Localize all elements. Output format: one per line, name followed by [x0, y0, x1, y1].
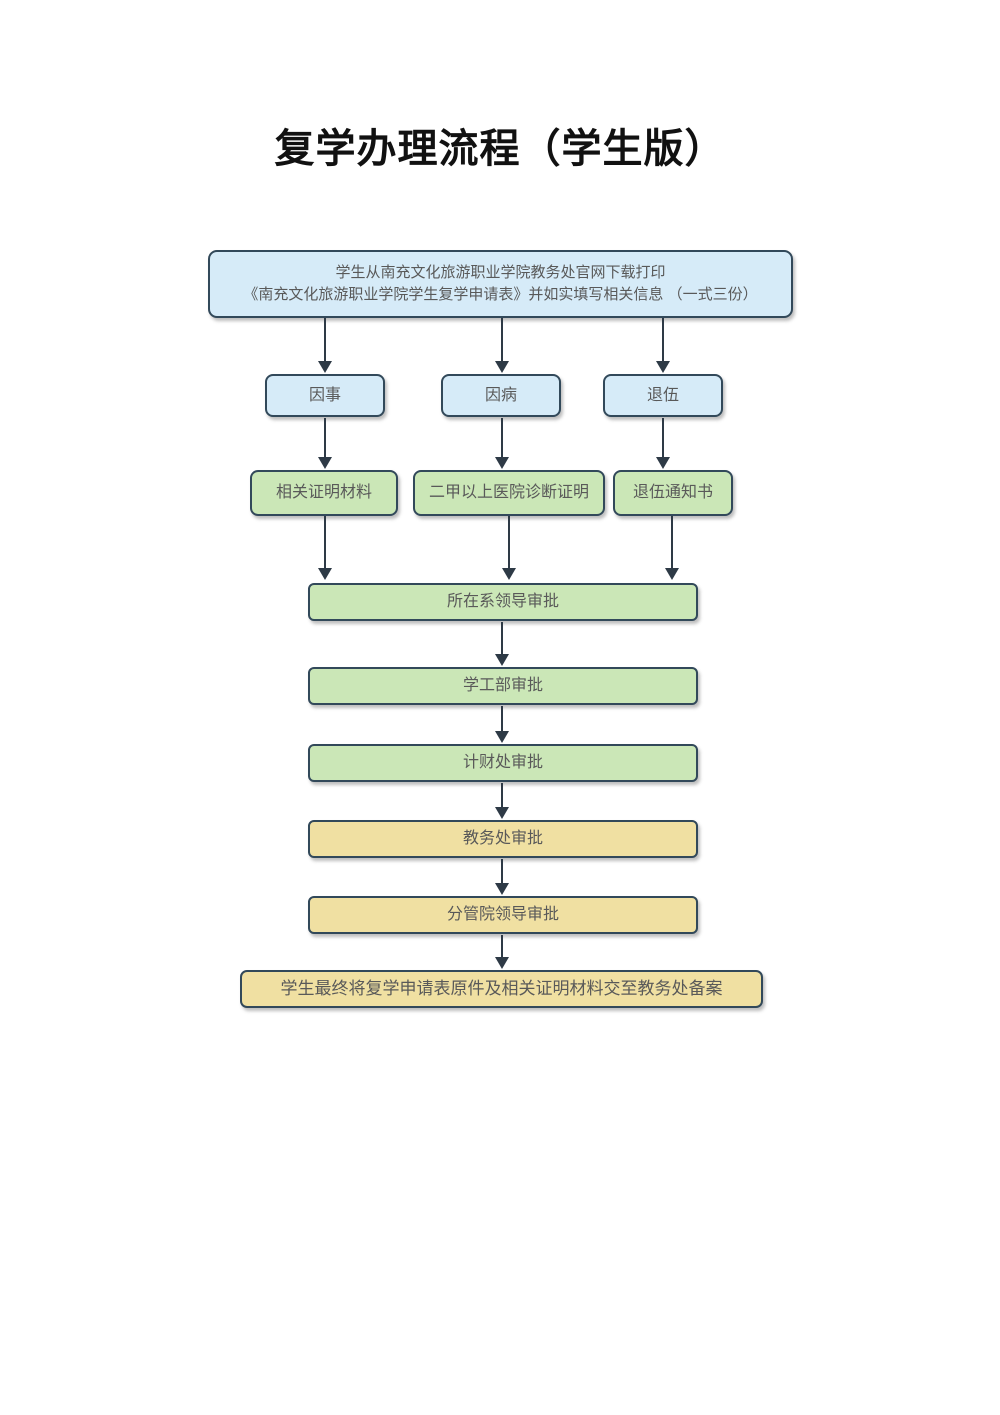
approval-label: 分管院领导审批	[446, 906, 559, 924]
arrow-proof-to-approval	[318, 516, 332, 580]
branch-illness: 因病	[441, 374, 561, 417]
arrow-head-icon	[502, 568, 516, 580]
arrow-head-icon	[495, 361, 509, 373]
branch-label: 因病	[484, 386, 517, 404]
approval-label: 计财处审批	[462, 754, 543, 772]
arrow-stem	[508, 516, 510, 571]
arrow-personal-to-proof	[318, 418, 332, 469]
material-proof-documents: 相关证明材料	[250, 470, 398, 516]
arrow-start-to-discharge	[656, 318, 670, 373]
arrow-stem	[501, 418, 503, 460]
arrow-head-icon	[318, 457, 332, 469]
arrow-stem	[501, 622, 503, 657]
material-discharge-notice: 退伍通知书	[613, 470, 733, 516]
approval-finance-office: 计财处审批	[308, 744, 698, 782]
approval-academic-affairs: 教务处审批	[308, 820, 698, 858]
approval-student-affairs: 学工部审批	[308, 667, 698, 705]
material-label: 相关证明材料	[275, 484, 372, 502]
flow-start-node: 学生从南充文化旅游职业学院教务处官网下载打印 《南充文化旅游职业学院学生复学申请…	[208, 250, 793, 318]
arrow-stem	[324, 318, 326, 364]
arrow-head-icon	[495, 457, 509, 469]
branch-label: 退伍	[646, 386, 679, 404]
arrow-diagnosis-to-approval	[502, 516, 516, 580]
arrow-head-icon	[656, 361, 670, 373]
arrow-to-vice-president	[495, 859, 509, 895]
approval-label: 所在系领导审批	[446, 593, 559, 611]
branch-military-discharge: 退伍	[603, 374, 723, 417]
arrow-stem	[662, 318, 664, 364]
branch-label: 因事	[308, 386, 341, 404]
arrow-head-icon	[318, 568, 332, 580]
material-label: 退伍通知书	[632, 484, 713, 502]
flow-end-node: 学生最终将复学申请表原件及相关证明材料交至教务处备案	[240, 970, 763, 1008]
arrow-stem	[662, 418, 664, 460]
arrow-stem	[324, 418, 326, 460]
arrow-to-finance	[495, 706, 509, 743]
material-label: 二甲以上医院诊断证明	[428, 484, 589, 502]
arrow-start-to-personal	[318, 318, 332, 373]
arrow-stem	[501, 783, 503, 810]
arrow-stem	[501, 859, 503, 886]
arrow-start-to-illness	[495, 318, 509, 373]
arrow-head-icon	[495, 654, 509, 666]
approval-label: 学工部审批	[462, 677, 543, 695]
arrow-head-icon	[656, 457, 670, 469]
arrow-stem	[324, 516, 326, 571]
approval-label: 教务处审批	[462, 830, 543, 848]
end-node-label: 学生最终将复学申请表原件及相关证明材料交至教务处备案	[280, 978, 723, 998]
branch-personal-matters: 因事	[265, 374, 385, 417]
page-title: 复学办理流程（学生版）	[274, 126, 726, 171]
material-hospital-diagnosis: 二甲以上医院诊断证明	[413, 470, 605, 516]
arrow-to-student-affairs	[495, 622, 509, 666]
start-node-line2: 《南充文化旅游职业学院学生复学申请表》并如实填写相关信息 （一式三份）	[243, 286, 758, 303]
arrow-head-icon	[495, 807, 509, 819]
arrow-head-icon	[495, 731, 509, 743]
approval-vice-president: 分管院领导审批	[308, 896, 698, 934]
arrow-illness-to-diagnosis	[495, 418, 509, 469]
arrow-head-icon	[495, 883, 509, 895]
arrow-head-icon	[495, 957, 509, 969]
arrow-head-icon	[665, 568, 679, 580]
arrow-notice-to-approval	[665, 516, 679, 580]
arrow-head-icon	[318, 361, 332, 373]
arrow-to-academic-affairs	[495, 783, 509, 819]
arrow-stem	[501, 318, 503, 364]
arrow-to-end	[495, 935, 509, 969]
approval-department-leader: 所在系领导审批	[308, 583, 698, 621]
arrow-stem	[671, 516, 673, 571]
arrow-stem	[501, 706, 503, 734]
arrow-stem	[501, 935, 503, 960]
start-node-line1: 学生从南充文化旅游职业学院教务处官网下载打印	[335, 264, 666, 282]
arrow-discharge-to-notice	[656, 418, 670, 469]
